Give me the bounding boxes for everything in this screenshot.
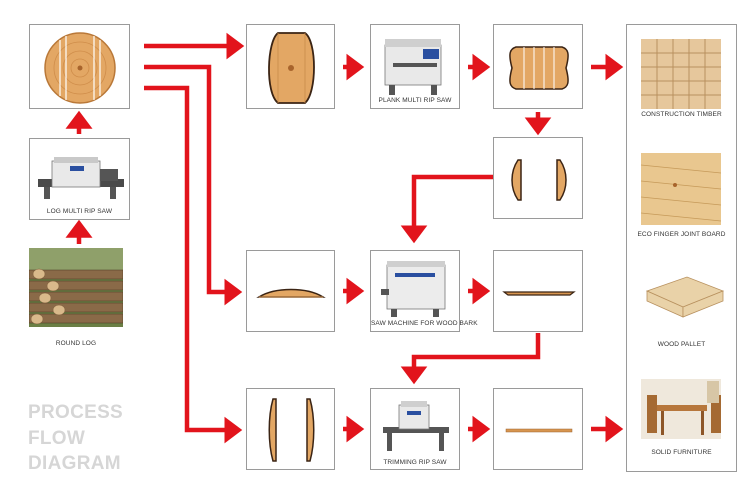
construction-timber-label: CONSTRUCTION TIMBER: [641, 111, 722, 118]
title-line-2: FLOW: [28, 428, 86, 449]
bark-slab-image: [256, 288, 326, 298]
trimming-rip-saw-box: TRIMMING RIP SAW: [370, 388, 460, 470]
arrow-log-to-trimming: [144, 85, 243, 444]
arrow-plank-to-trimming: [400, 333, 541, 385]
log-multi-rip-saw-image: [38, 157, 124, 199]
offcut-edges-image: [511, 159, 567, 201]
wood-pallet-label: WOOD PALLET: [657, 341, 706, 348]
saw-machine-for-wood-bark-box: SAW MACHINE FOR WOOD BARK: [370, 250, 478, 332]
trimmed-board-box: [493, 388, 583, 470]
edge-slabs-input-box: [246, 388, 335, 470]
wood-pallet-image: [645, 276, 725, 318]
edge-slabs-image: [268, 398, 315, 462]
arrow-log-to-bark-machine: [144, 64, 243, 306]
round-log-pile-image: [29, 248, 123, 327]
plank-multi-rip-saw-label: PLANK MULTI RIP SAW: [378, 97, 452, 104]
solid-furniture-image: [641, 379, 721, 439]
log-multi-rip-saw-box: LOG MULTI RIP SAW: [29, 138, 130, 220]
saw-machine-for-wood-bark-label: SAW MACHINE FOR WOOD BARK: [371, 320, 478, 327]
saw-machine-for-wood-bark-image: [381, 261, 446, 317]
solid-furniture-label: SOLID FURNITURE: [651, 449, 712, 456]
debarked-plank-box: [493, 250, 583, 332]
log-cross-section-box: [29, 24, 130, 109]
log-slab-image: [268, 32, 315, 104]
ripped-boards-box: [493, 24, 583, 109]
construction-timber-image: [641, 39, 721, 109]
round-log-label: ROUND LOG: [55, 340, 97, 347]
title-line-3: DIAGRAM: [28, 453, 121, 474]
plank-multi-rip-saw-image: [384, 39, 442, 95]
plank-multi-rip-saw-box: PLANK MULTI RIP SAW: [370, 24, 460, 109]
trimming-rip-saw-label: TRIMMING RIP SAW: [383, 459, 447, 466]
log-multi-rip-saw-label: LOG MULTI RIP SAW: [46, 208, 113, 215]
arrow-edges-to-bark-machine: [400, 174, 493, 244]
ripped-boards-image: [509, 46, 569, 90]
bark-slab-input-box: [246, 250, 335, 332]
eco-finger-joint-board-image: [640, 153, 722, 225]
offcut-edges-box: [493, 137, 583, 219]
log-cross-section-image: [44, 32, 116, 104]
trimming-rip-saw-image: [383, 401, 449, 451]
title-line-1: PROCESS: [28, 402, 124, 423]
eco-finger-joint-board-label: ECO FINGER JOINT BOARD: [637, 231, 726, 238]
trimmed-board-image: [505, 428, 573, 433]
round-log-box: [29, 248, 123, 327]
products-images: [640, 39, 725, 439]
log-slab-box: [246, 24, 335, 109]
debarked-plank-image: [502, 291, 576, 296]
construction-timber-box: CONSTRUCTION TIMBER ECO FINGER JOINT BOA…: [626, 24, 737, 472]
